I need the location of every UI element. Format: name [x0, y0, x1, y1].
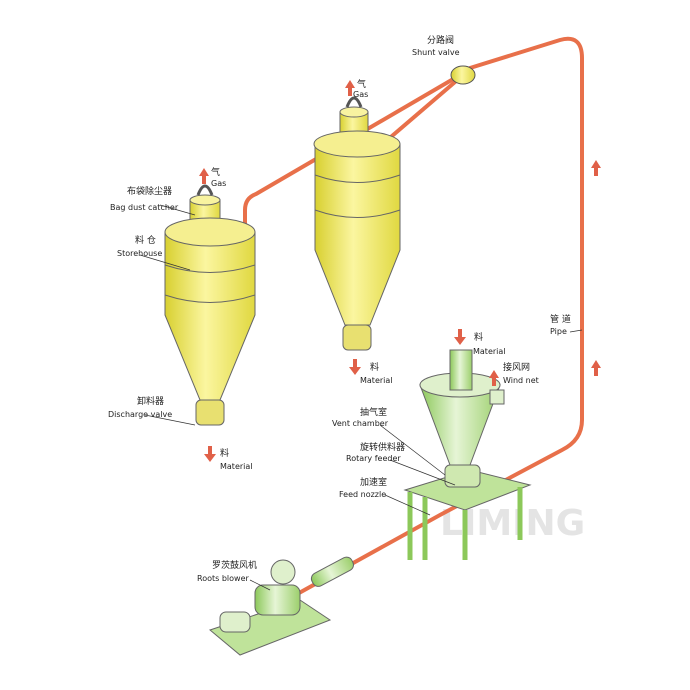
svg-text:接风网: 接风网 — [503, 361, 530, 373]
svg-text:Material: Material — [360, 376, 393, 385]
svg-text:Feed nozzle: Feed nozzle — [339, 490, 386, 499]
svg-text:抽气室: 抽气室 — [360, 406, 387, 418]
label-wind-net: 接风网 Wind net — [503, 361, 539, 385]
svg-text:Gas: Gas — [353, 90, 368, 99]
flow-arrows — [199, 80, 601, 462]
label-shunt-valve: 分路阀 Shunt valve — [412, 34, 460, 57]
label-feed-nozzle: 加速室 Feed nozzle — [339, 476, 387, 499]
svg-text:Storehouse: Storehouse — [117, 249, 162, 258]
svg-text:Wind net: Wind net — [503, 376, 539, 385]
svg-text:料 仓: 料 仓 — [135, 234, 156, 246]
label-material-middle: 料 Material — [360, 361, 393, 385]
material-arrow-icon — [349, 359, 361, 375]
svg-text:分路阀: 分路阀 — [427, 34, 454, 46]
label-pipe: 管 道 Pipe — [550, 313, 571, 336]
roots-blower — [208, 556, 354, 656]
svg-text:Material: Material — [473, 347, 506, 356]
discharge-valve — [195, 399, 225, 426]
svg-text:卸料器: 卸料器 — [137, 395, 164, 407]
pipe — [243, 36, 584, 600]
gas-arrow-icon — [199, 168, 209, 184]
bag-dust-catcher-icon — [196, 184, 214, 196]
svg-text:加速室: 加速室 — [360, 476, 387, 488]
label-roots-blower: 罗茨鼓风机 Roots blower — [197, 559, 257, 583]
svg-text:管 道: 管 道 — [550, 313, 571, 325]
flow-arrow-icon — [591, 360, 601, 376]
svg-text:旋转供料器: 旋转供料器 — [360, 441, 405, 453]
svg-text:布袋除尘器: 布袋除尘器 — [127, 185, 172, 197]
wind-arrow-icon — [489, 370, 499, 386]
rotary-feeder-assembly — [403, 349, 532, 560]
svg-text:气: 气 — [211, 166, 220, 178]
svg-text:Pipe: Pipe — [550, 327, 567, 336]
material-arrow-icon — [454, 329, 466, 345]
svg-text:料: 料 — [220, 447, 229, 459]
svg-text:Roots blower: Roots blower — [197, 574, 249, 583]
svg-text:Bag dust catcher: Bag dust catcher — [110, 203, 179, 212]
flow-arrow-icon — [591, 160, 601, 176]
svg-text:Vent chamber: Vent chamber — [332, 419, 389, 428]
svg-text:Discharge valve: Discharge valve — [108, 410, 172, 419]
label-storehouse: 料 仓 Storehouse — [117, 234, 162, 258]
label-material-feed: 料 Material — [473, 331, 506, 356]
storehouse-silo — [164, 184, 256, 426]
svg-text:Gas: Gas — [211, 179, 226, 188]
material-arrow-icon — [204, 446, 216, 462]
svg-text:料: 料 — [370, 361, 379, 373]
bag-dust-catcher-silo — [313, 96, 401, 351]
svg-text:Material: Material — [220, 462, 253, 471]
label-bag-dust-catcher: 布袋除尘器 Bag dust catcher — [110, 185, 179, 212]
svg-text:Shunt valve: Shunt valve — [412, 48, 460, 57]
svg-text:Rotary feeder: Rotary feeder — [346, 454, 401, 463]
svg-text:气: 气 — [357, 78, 366, 90]
svg-text:料: 料 — [474, 331, 483, 343]
leader-lines — [139, 204, 583, 591]
shunt-valve — [450, 65, 476, 85]
svg-text:罗茨鼓风机: 罗茨鼓风机 — [212, 559, 257, 571]
label-material-left: 料 Material — [220, 447, 253, 471]
label-discharge-valve: 卸料器 Discharge valve — [108, 395, 172, 419]
gas-arrow-icon — [345, 80, 355, 96]
